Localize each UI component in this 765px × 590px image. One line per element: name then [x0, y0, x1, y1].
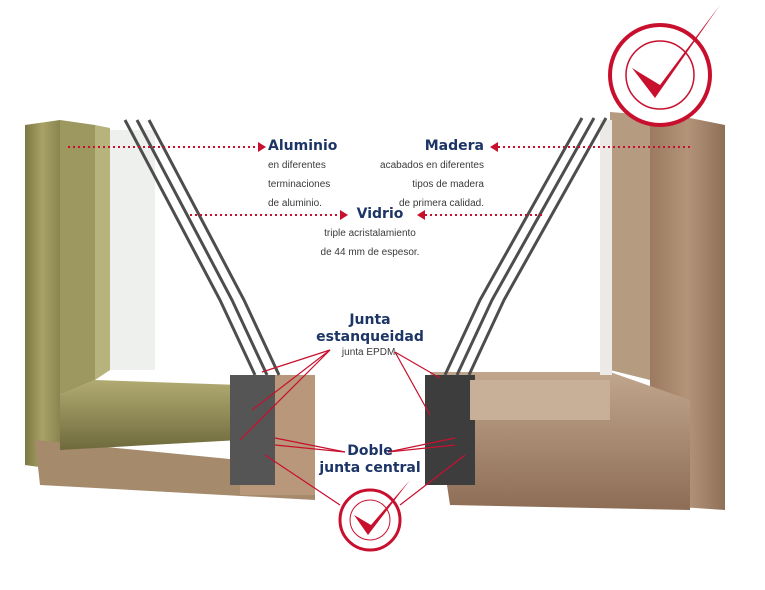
vidrio-description: triple acristalamiento de 44 mm de espes… [300, 224, 440, 262]
aluminio-description: en diferentes terminaciones de aluminio. [268, 156, 330, 213]
left-triple-glass [123, 119, 281, 376]
madera-description: acabados en diferentes tipos de madera d… [360, 156, 484, 213]
text-line: terminaciones [268, 179, 331, 190]
junta-description: junta EPDM. [341, 347, 399, 358]
pointer-arrows [68, 146, 690, 216]
text-line: en diferentes [268, 160, 326, 171]
aluminium-frame [25, 120, 315, 500]
text-line: de aluminio. [268, 198, 322, 209]
text-line: de 44 mm de espesor. [320, 247, 420, 258]
text-line: acabados en diferentes [380, 160, 484, 171]
text-line: tipos de madera [412, 179, 484, 190]
text-line: triple acristalamiento [324, 228, 416, 239]
text-line: de primera calidad. [398, 198, 484, 209]
aluminio-heading: Aluminio [268, 138, 338, 154]
hermetic-closure-seal-small [338, 480, 410, 552]
heading-line: Junta [349, 312, 391, 328]
wood-frame [425, 110, 725, 510]
heading-line: estanqueidad [316, 329, 424, 345]
right-triple-glass [443, 117, 608, 376]
heading-line: junta central [319, 460, 421, 476]
leader-lines [239, 349, 466, 506]
doble-junta-heading: Doble junta central [300, 443, 440, 477]
hermetic-closure-seal-large [608, 5, 720, 127]
junta-heading: Junta estanqueidad [300, 312, 440, 346]
heading-line: Doble [347, 443, 393, 459]
arrow-heads [258, 142, 498, 220]
madera-heading: Madera [424, 138, 484, 154]
vidrio-heading: Vidrio [356, 206, 404, 222]
